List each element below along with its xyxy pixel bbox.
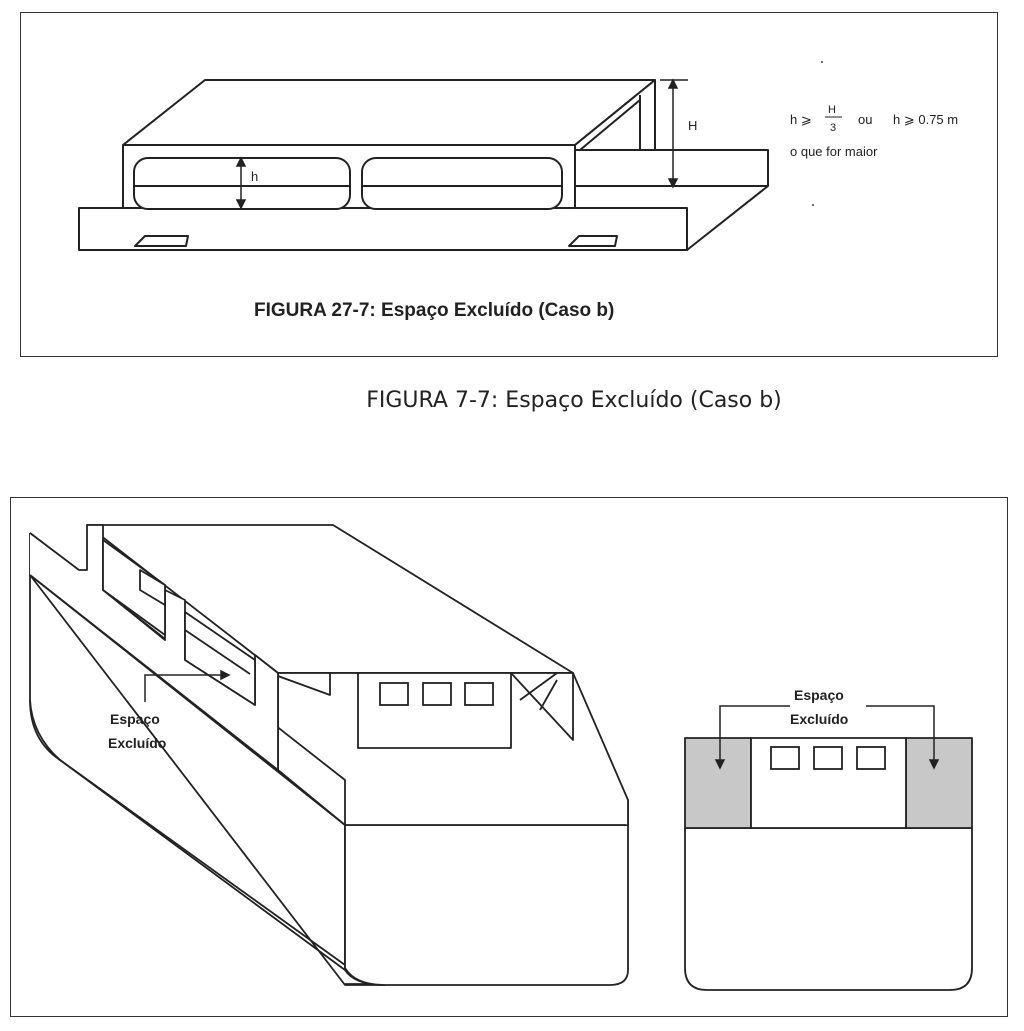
label-h: h [251,169,258,184]
dimension-h [235,156,247,210]
side-diagonal-line [579,99,641,151]
figure-7-7-caption: FIGURA 7-7: Espaço Excluído (Caso b) [0,388,1024,413]
section-hull [684,827,973,991]
hull-side [574,149,769,251]
left-label-pointer [144,669,231,702]
right-label-line1: Espaço [794,687,844,703]
formula-rhs: h ⩾ 0.75 m [893,112,958,127]
opening-left [133,157,351,210]
superstructure-roof [122,79,656,146]
formula-den: 3 [830,122,836,134]
dot-mark [812,204,814,206]
section-excluded-right [905,737,973,829]
bottom-ship-iso [29,524,629,986]
figure-bottom-panel [10,497,1008,1017]
figure-7-7-caption-text: FIGURA 7-7: Espaço Excluído (Caso b) [366,388,782,413]
dimension-H [660,78,688,189]
left-label-line2: Excluído [108,735,166,751]
scupper-right [568,235,618,247]
scupper-left [134,235,189,247]
formula-line2: o que for maior [790,144,878,159]
section-windows [770,746,886,770]
cabin-windows [379,682,494,706]
label-H: H [688,118,697,133]
right-label-line2: Excluído [790,711,848,727]
dot-mark [821,61,823,63]
top-ship-diagram [78,79,769,251]
formula-mid: ou [858,112,872,127]
hull-stern-face [344,824,629,986]
figure-27-7-caption: FIGURA 27-7: Espaço Excluído (Caso b) [254,300,614,321]
formula-num: H [828,104,836,116]
left-label-line1: Espaço [110,711,160,727]
side-window-2 [139,569,166,606]
side-window-3 [184,611,256,706]
right-label-pointers [714,705,940,770]
side-window-1 [102,539,166,636]
formula-lhs: h ⩾ [790,112,812,127]
opening-right [361,157,563,210]
